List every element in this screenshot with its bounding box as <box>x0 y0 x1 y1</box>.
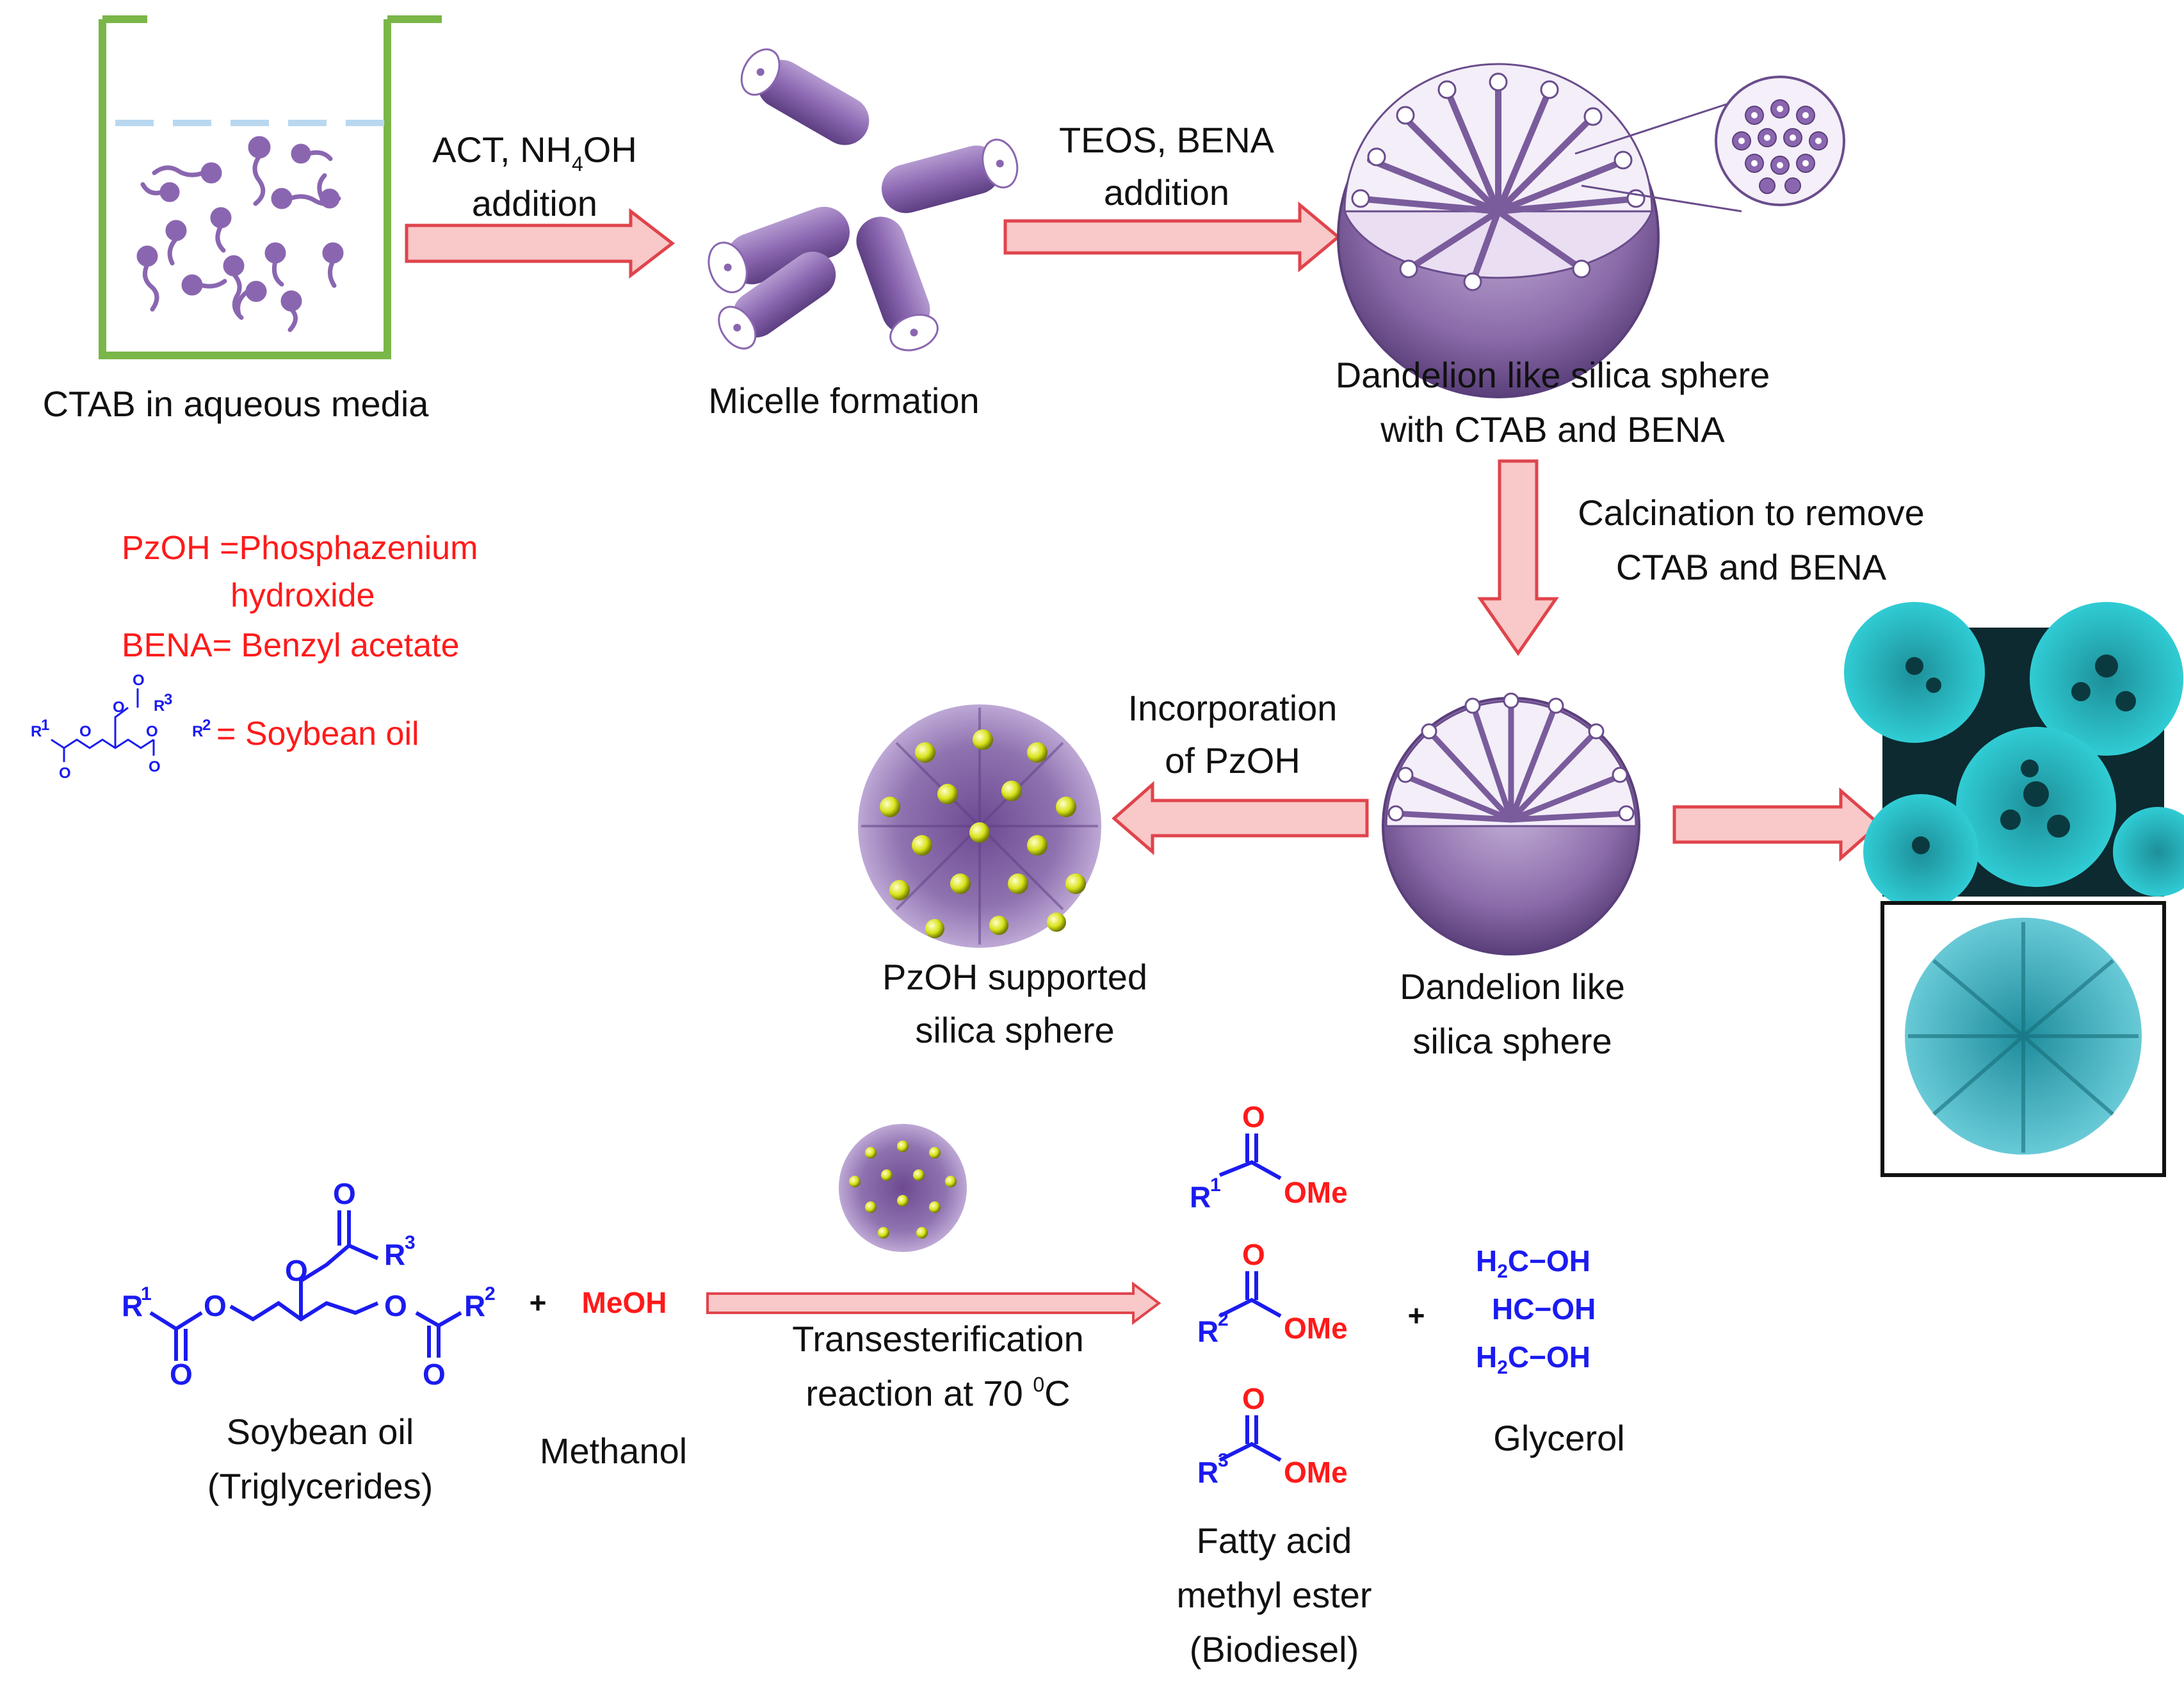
glycerol-caption: Glycerol <box>1493 1418 1624 1458</box>
legend-triglyceride-structure <box>51 688 155 762</box>
triglyceride-structure <box>149 1210 462 1361</box>
fame-caption-line3: (Biodiesel) <box>1190 1629 1359 1670</box>
svg-text:O: O <box>113 699 125 716</box>
svg-text:3: 3 <box>405 1232 416 1253</box>
arrow-1 <box>405 207 675 279</box>
legend-triglyceride-labels: R1 O O O O R2 O O R3 <box>31 672 211 782</box>
svg-text:OMe: OMe <box>1284 1456 1348 1489</box>
svg-text:3: 3 <box>1218 1450 1229 1471</box>
beaker <box>99 15 442 359</box>
svg-text:O: O <box>59 765 71 782</box>
tem-micrograph <box>1881 901 2166 1177</box>
svg-text:R: R <box>31 723 42 740</box>
legend-bena: BENA= Benzyl acetate <box>122 627 460 664</box>
svg-text:O: O <box>133 672 145 689</box>
soybean-caption-line2: (Triglycerides) <box>207 1466 433 1506</box>
soybean-caption-line1: Soybean oil <box>227 1411 414 1452</box>
arrow-transesterification <box>706 1281 1161 1325</box>
svg-text:O: O <box>204 1289 227 1322</box>
legend-pzoh-line2: hydroxide <box>231 577 375 614</box>
conditions-line1: Transesterification <box>792 1319 1083 1359</box>
sphere2-caption-line2: silica sphere <box>1412 1021 1612 1061</box>
svg-text:1: 1 <box>141 1283 152 1304</box>
legend-pzoh-line1: PzOH =Phosphazenium <box>122 530 478 567</box>
svg-text:2: 2 <box>202 717 211 734</box>
svg-text:O: O <box>1242 1382 1265 1415</box>
svg-text:OMe: OMe <box>1284 1176 1348 1209</box>
plus-sign-2: + <box>1408 1299 1425 1332</box>
arrow1-label-line1: ACT, NH4OH <box>432 129 637 175</box>
pore-zoom-inset <box>1715 76 1845 206</box>
svg-text:H2C−OH: H2C−OH <box>1476 1340 1590 1378</box>
legend-soybean: = Soybean oil <box>216 715 419 752</box>
svg-text:O: O <box>170 1358 193 1391</box>
fame-structures <box>1218 1133 1282 1462</box>
svg-text:O: O <box>384 1289 407 1322</box>
sphere2-caption-line1: Dandelion like <box>1400 966 1625 1007</box>
pzoh-sphere <box>858 704 1101 948</box>
pzoh-caption-line2: silica sphere <box>915 1010 1114 1050</box>
calcination-label-line2: CTAB and BENA <box>1616 547 1887 587</box>
svg-text:1: 1 <box>1210 1174 1221 1196</box>
beaker-caption: CTAB in aqueous media <box>43 384 430 424</box>
svg-text:R: R <box>1197 1315 1218 1348</box>
svg-text:O: O <box>285 1254 308 1287</box>
conditions-line2: reaction at 70 0C <box>805 1373 1070 1413</box>
fame-labels: R1 O OMe R2 O OMe R3 O OMe <box>1190 1100 1348 1489</box>
beaker-wall <box>99 19 391 359</box>
svg-text:R: R <box>154 697 165 715</box>
arrow1-label-line2: addition <box>472 183 597 223</box>
arrow2-label-line2: addition <box>1104 172 1229 213</box>
svg-text:H2C−OH: H2C−OH <box>1476 1244 1590 1282</box>
svg-text:OMe: OMe <box>1284 1312 1348 1345</box>
svg-text:R: R <box>1190 1180 1211 1214</box>
plus-sign-1: + <box>530 1286 547 1319</box>
surfactant-molecules <box>136 136 344 332</box>
incorporation-label-line1: Incorporation <box>1128 688 1338 728</box>
fame-caption-line1: Fatty acid <box>1197 1520 1352 1561</box>
arrow-2 <box>1003 201 1341 273</box>
sem-micrograph <box>1844 602 2184 909</box>
svg-text:R: R <box>122 1289 143 1322</box>
svg-text:3: 3 <box>164 691 172 708</box>
arrow2-label-line1: TEOS, BENA <box>1059 120 1275 160</box>
fame-caption-line2: methyl ester <box>1177 1575 1372 1615</box>
micelles <box>708 48 1019 352</box>
svg-text:R: R <box>384 1238 405 1271</box>
dandelion-sphere-calcined <box>1382 692 1640 955</box>
svg-text:O: O <box>149 758 161 776</box>
arrow-calcination <box>1477 459 1559 656</box>
pzoh-caption-line1: PzOH supported <box>882 957 1147 997</box>
svg-text:O: O <box>333 1177 356 1210</box>
incorporation-label-line2: of PzOH <box>1165 740 1300 781</box>
arrow-to-micrographs <box>1672 787 1882 862</box>
svg-text:2: 2 <box>485 1283 496 1304</box>
svg-text:O: O <box>1242 1100 1265 1133</box>
sphere1-caption-line2: with CTAB and BENA <box>1380 409 1725 450</box>
glycerol-structure: H2C−OH HC−OH H2C−OH <box>1476 1244 1596 1378</box>
micelle-caption: Micelle formation <box>708 380 979 421</box>
svg-text:O: O <box>146 723 158 740</box>
svg-text:R: R <box>1197 1456 1218 1489</box>
meoh-formula: MeOH <box>582 1286 667 1319</box>
triglyceride-labels: R1 O O O O R3 O O R2 <box>122 1177 496 1391</box>
catalyst-sphere-small <box>839 1124 967 1252</box>
arrow-incorporation <box>1112 781 1369 856</box>
methanol-caption: Methanol <box>540 1431 687 1471</box>
svg-text:R: R <box>192 723 203 740</box>
calcination-label-line1: Calcination to remove <box>1578 492 1925 533</box>
svg-text:2: 2 <box>1218 1309 1229 1330</box>
sphere1-caption-line1: Dandelion like silica sphere <box>1336 355 1770 395</box>
svg-text:HC−OH: HC−OH <box>1492 1292 1596 1326</box>
svg-text:1: 1 <box>41 717 49 734</box>
dandelion-sphere-templated <box>1337 63 1742 398</box>
svg-text:O: O <box>423 1358 446 1391</box>
svg-text:O: O <box>1242 1238 1265 1271</box>
svg-text:O: O <box>79 723 92 740</box>
svg-text:R: R <box>464 1289 485 1322</box>
